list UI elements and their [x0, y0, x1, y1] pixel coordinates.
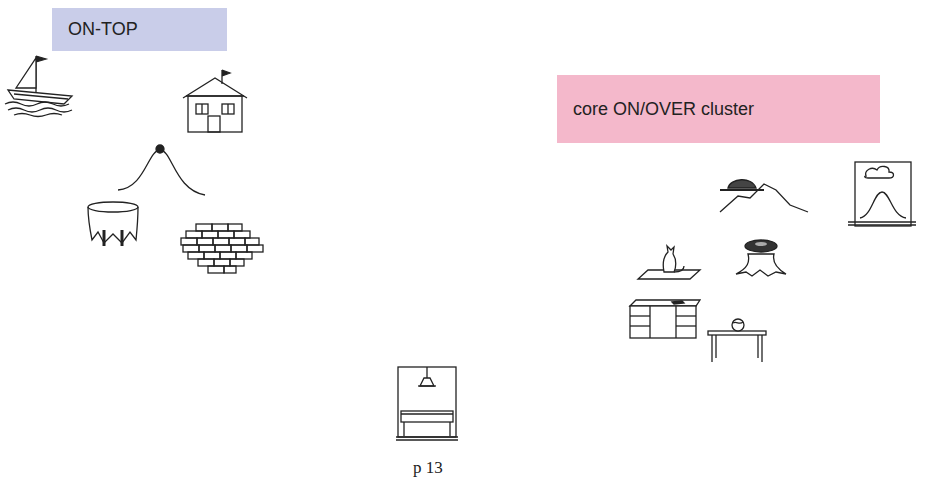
brick-wall-picture [181, 224, 263, 273]
table-ball-picture [708, 319, 766, 362]
animal-on-mat-picture [638, 246, 700, 279]
box-label: core ON/OVER cluster [573, 99, 754, 120]
category-box: ON-TOP [52, 8, 227, 51]
desk-picture [630, 300, 700, 338]
stump-picture [736, 240, 786, 276]
picture-number: p 13 [413, 458, 443, 478]
mountain-picture [720, 180, 808, 212]
cluster-box: core ON/OVER cluster [557, 75, 880, 143]
hill-picture [118, 145, 205, 195]
lamp-over-bed-picture [396, 367, 458, 440]
covered-table-picture [88, 202, 138, 246]
framed-mountain-picture [848, 162, 916, 226]
box-label: ON-TOP [68, 19, 138, 40]
house-picture [183, 70, 247, 132]
boat-picture [5, 56, 72, 117]
